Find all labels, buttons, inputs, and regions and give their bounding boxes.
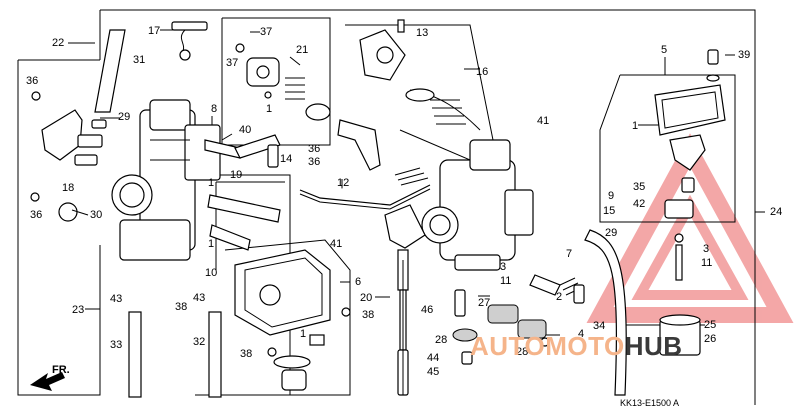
watermark-wordmark: AUTOMOTOHUB bbox=[470, 331, 683, 362]
callout-36: 36 bbox=[26, 75, 38, 87]
throttle-spring-bracket bbox=[171, 21, 208, 61]
callout-17: 17 bbox=[148, 25, 160, 37]
callout-5: 5 bbox=[661, 44, 667, 56]
callout-10: 10 bbox=[205, 267, 217, 279]
callout-20: 20 bbox=[360, 292, 372, 304]
callout-labels: 1 1 1 1 1 2 3 3 4 5 6 7 8 9 10 11 11 12 … bbox=[26, 25, 782, 378]
callout-1: 1 bbox=[632, 120, 638, 132]
callout-29: 29 bbox=[605, 227, 617, 239]
callout-12: 12 bbox=[337, 177, 349, 189]
callout-1: 1 bbox=[208, 177, 214, 189]
watermark-word-hub: HUB bbox=[624, 331, 683, 361]
callout-13: 13 bbox=[416, 27, 428, 39]
callout-31: 31 bbox=[133, 54, 145, 66]
pump-cover-group bbox=[235, 43, 331, 121]
vent-tubes bbox=[94, 29, 222, 398]
vacuum-piston-group bbox=[359, 19, 481, 131]
callout-34: 34 bbox=[593, 320, 605, 332]
callout-27: 27 bbox=[478, 297, 490, 309]
pilot-screw-group bbox=[529, 274, 585, 347]
callout-43: 43 bbox=[110, 293, 122, 305]
callout-1: 1 bbox=[300, 328, 306, 340]
callout-14: 14 bbox=[280, 153, 292, 165]
callout-43: 43 bbox=[193, 292, 205, 304]
callout-37: 37 bbox=[226, 57, 238, 69]
watermark-word-moto: MOTO bbox=[545, 331, 625, 361]
callout-24: 24 bbox=[770, 206, 782, 218]
callout-38: 38 bbox=[240, 348, 252, 360]
air-cutoff-group bbox=[654, 49, 726, 281]
callout-2: 2 bbox=[556, 291, 562, 303]
callout-3: 3 bbox=[703, 243, 709, 255]
callout-29: 29 bbox=[118, 111, 130, 123]
callout-45: 45 bbox=[427, 366, 439, 378]
callout-4: 4 bbox=[578, 328, 584, 340]
callout-15: 15 bbox=[603, 205, 615, 217]
callout-33: 33 bbox=[110, 339, 122, 351]
fuel-hoses-left bbox=[204, 134, 281, 251]
callout-41: 41 bbox=[330, 238, 342, 250]
group-frames bbox=[17, 9, 756, 405]
watermark-word-auto: AUTO bbox=[470, 331, 546, 361]
callout-7: 7 bbox=[566, 248, 572, 260]
callout-22: 22 bbox=[52, 37, 64, 49]
callout-28: 28 bbox=[435, 334, 447, 346]
callout-28: 28 bbox=[516, 346, 528, 358]
watermark-logo bbox=[586, 133, 794, 323]
front-label: FR. bbox=[52, 364, 70, 376]
callout-16: 16 bbox=[476, 66, 488, 78]
callout-1: 1 bbox=[266, 103, 272, 115]
left-bracket-parts bbox=[30, 91, 107, 222]
callout-18: 18 bbox=[62, 182, 74, 194]
callout-42: 42 bbox=[633, 198, 645, 210]
callout-36: 36 bbox=[308, 156, 320, 168]
callout-25: 25 bbox=[704, 319, 716, 331]
callout-38: 38 bbox=[175, 301, 187, 313]
callout-11: 11 bbox=[500, 275, 511, 287]
callout-21: 21 bbox=[296, 44, 308, 56]
throttle-linkage bbox=[299, 119, 431, 249]
callout-23: 23 bbox=[72, 304, 84, 316]
right-carburetor-assembly bbox=[421, 139, 534, 271]
callout-26: 26 bbox=[704, 333, 716, 345]
callout-40: 40 bbox=[239, 124, 251, 136]
callout-46: 46 bbox=[421, 304, 433, 316]
callout-39: 39 bbox=[738, 49, 750, 61]
callout-41: 41 bbox=[537, 115, 549, 127]
diagram-code: KK13-E1500 A bbox=[620, 398, 680, 408]
callout-1: 1 bbox=[208, 238, 214, 250]
callout-38: 38 bbox=[362, 309, 374, 321]
left-carburetor-assembly bbox=[111, 99, 221, 261]
callout-3: 3 bbox=[500, 261, 506, 273]
front-arrow-icon bbox=[30, 372, 65, 391]
callout-19: 19 bbox=[230, 169, 242, 181]
callout-36: 36 bbox=[30, 209, 42, 221]
callout-30: 30 bbox=[90, 209, 102, 221]
callout-32: 32 bbox=[193, 336, 205, 348]
float-bowl-group bbox=[234, 249, 351, 391]
callout-35: 35 bbox=[633, 181, 645, 193]
callout-36: 36 bbox=[308, 143, 320, 155]
callout-8: 8 bbox=[211, 103, 217, 115]
drain-hose-group bbox=[584, 229, 701, 396]
callout-44: 44 bbox=[427, 352, 439, 364]
needle-jet-group bbox=[397, 249, 547, 396]
callout-11: 11 bbox=[701, 257, 712, 269]
callout-9: 9 bbox=[608, 190, 614, 202]
callout-6: 6 bbox=[355, 276, 361, 288]
callout-37: 37 bbox=[260, 26, 272, 38]
